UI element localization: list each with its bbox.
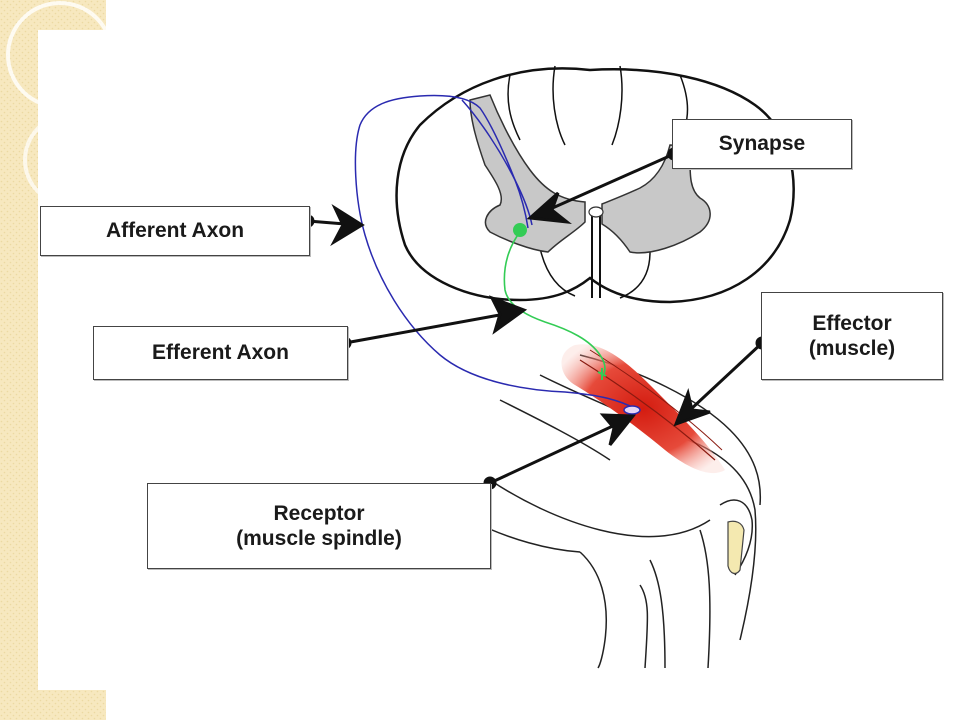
afferent-axon-text: Afferent Axon (105, 219, 245, 243)
white-matter-line (552, 65, 566, 146)
leg-outline (469, 354, 762, 669)
arrow-icon (673, 387, 711, 427)
synapse-text: Synapse (718, 132, 806, 156)
ventral-line (619, 251, 651, 299)
efferent-pointer-line (344, 312, 506, 345)
arrow-icon (526, 191, 572, 225)
white-matter-line (611, 65, 623, 146)
receptor-text-line2: (muscle spindle) (236, 527, 402, 550)
effector-text-line2: (muscle) (808, 337, 896, 360)
effector-text-line1: Effector (812, 311, 892, 335)
receptor-text-line1: Receptor (273, 501, 365, 525)
receptor-pointer-line (489, 423, 616, 485)
arrow-icon (599, 413, 637, 446)
neuromuscular-junction (597, 368, 607, 380)
muscle-fiber-line (589, 349, 723, 451)
afferent-axon-branch (461, 99, 533, 226)
motor-neuron-body (513, 223, 527, 237)
patellar-tendon (727, 520, 745, 575)
receptor-spindle (623, 405, 641, 415)
receptor-label: Receptor (muscle spindle) (147, 483, 491, 569)
arrow-icon (330, 203, 365, 247)
effector-pointer-line (688, 341, 764, 412)
spinal-cord-outline (395, 67, 795, 304)
arrow-icon (488, 295, 528, 335)
central-canal (588, 206, 604, 218)
effector-label: Effector (muscle) (761, 292, 943, 380)
afferent-axon-label: Afferent Axon (40, 206, 310, 256)
ventral-line (539, 247, 576, 297)
afferent-axon-path (354, 94, 639, 411)
synapse-pointer-line (547, 152, 675, 212)
synapse-label: Synapse (672, 119, 852, 169)
muscle-fiber-line (579, 359, 716, 461)
efferent-axon-path (503, 231, 606, 375)
efferent-axon-label: Efferent Axon (93, 326, 348, 380)
efferent-axon-text: Efferent Axon (152, 341, 289, 365)
white-matter-line (507, 74, 521, 141)
